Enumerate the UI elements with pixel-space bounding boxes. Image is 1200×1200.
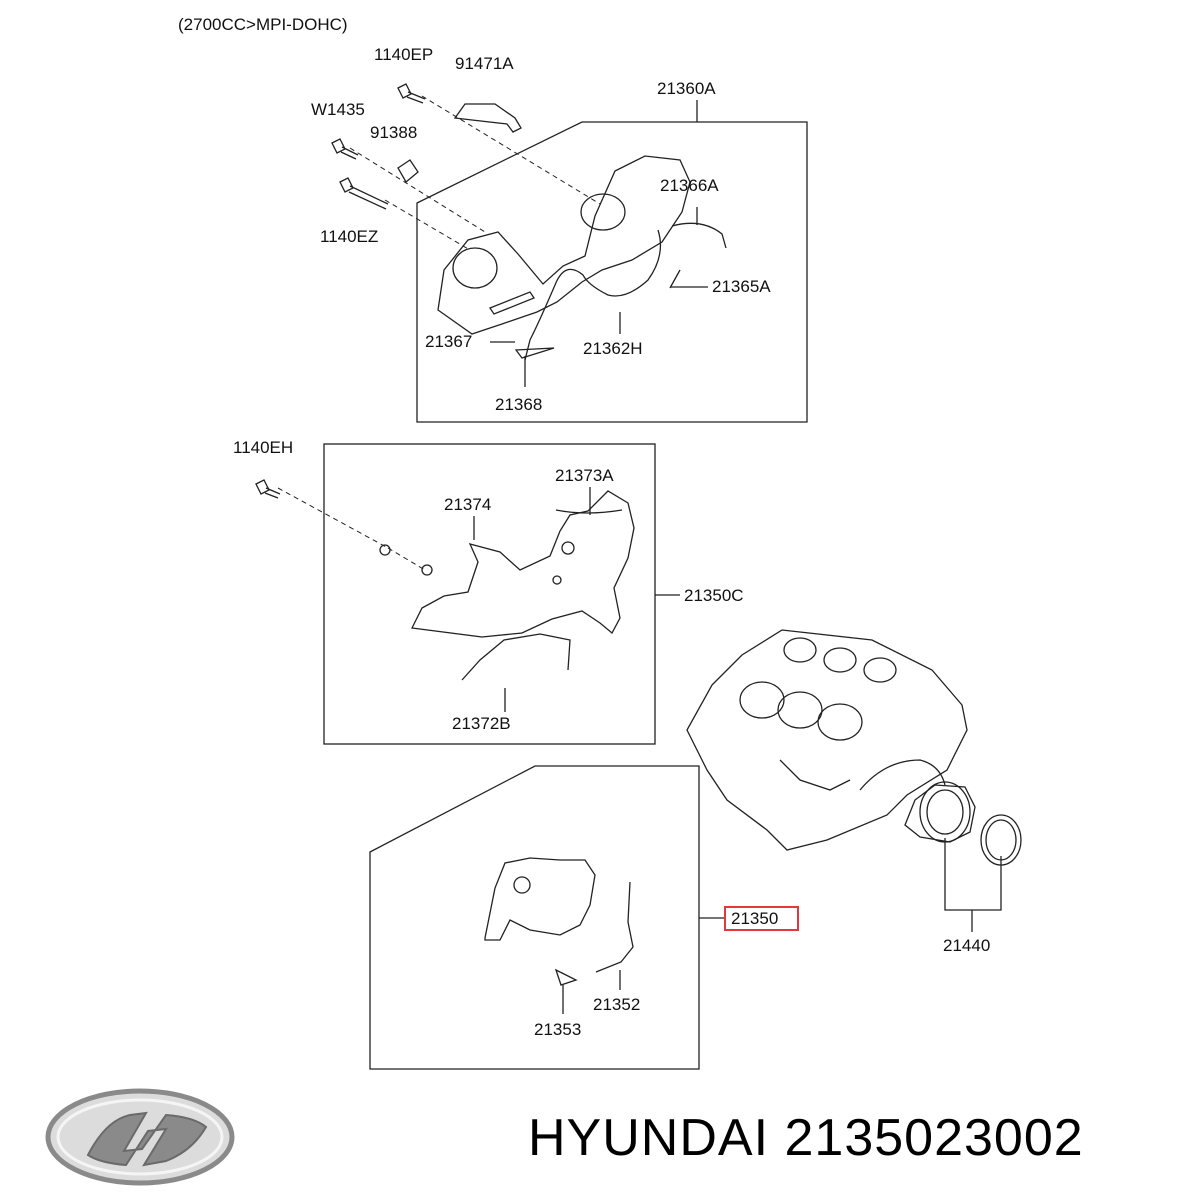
bolt-1140EZ-icon: [339, 177, 389, 210]
part-label-W1435: W1435: [311, 100, 365, 119]
part-label-21373A: 21373A: [555, 466, 614, 485]
lower-timing-cover-shape: [411, 490, 635, 638]
part-label-21360A: 21360A: [657, 79, 716, 98]
part-label-21372B: 21372B: [452, 714, 511, 733]
rear-oil-seal-icon: [904, 781, 1022, 866]
part-label-21366A: 21366A: [660, 176, 719, 195]
part-label-21374: 21374: [444, 495, 492, 514]
engine-note-label: (2700CC>MPI-DOHC): [178, 15, 348, 34]
highlighted-part-box[interactable]: [724, 906, 799, 931]
part-label-21362H: 21362H: [583, 339, 643, 358]
part-label-91471A: 91471A: [455, 54, 514, 73]
part-label-21353: 21353: [534, 1020, 582, 1039]
group-frame-middle: [323, 443, 656, 745]
part-label-21365A: 21365A: [712, 277, 771, 296]
part-label-21350[interactable]: 21350: [731, 909, 779, 928]
hyundai-logo-icon: [45, 1088, 235, 1186]
engine-block-icon: [686, 629, 968, 851]
oil-pump-cover-icon: [484, 857, 634, 986]
group-frame-upper: [416, 121, 808, 423]
upper-timing-cover-shape: [437, 155, 691, 335]
part-label-1140EZ: 1140EZ: [320, 227, 379, 246]
bolt-1140EH-icon: [255, 479, 281, 499]
part-label-21368: 21368: [495, 395, 543, 414]
part-label-21352: 21352: [593, 995, 641, 1014]
brand-part-number: HYUNDAI 2135023002: [528, 1109, 1084, 1167]
part-label-21367: 21367: [425, 332, 473, 351]
part-label-91388: 91388: [370, 123, 418, 142]
bolt-W1435-icon: [331, 138, 359, 160]
bolt-1140EP-icon: [397, 83, 426, 104]
part-label-1140EH: 1140EH: [233, 438, 294, 457]
part-label-1140EP: 1140EP: [374, 45, 434, 64]
part-label-21350C: 21350C: [684, 586, 744, 605]
part-label-21440: 21440: [943, 936, 991, 955]
